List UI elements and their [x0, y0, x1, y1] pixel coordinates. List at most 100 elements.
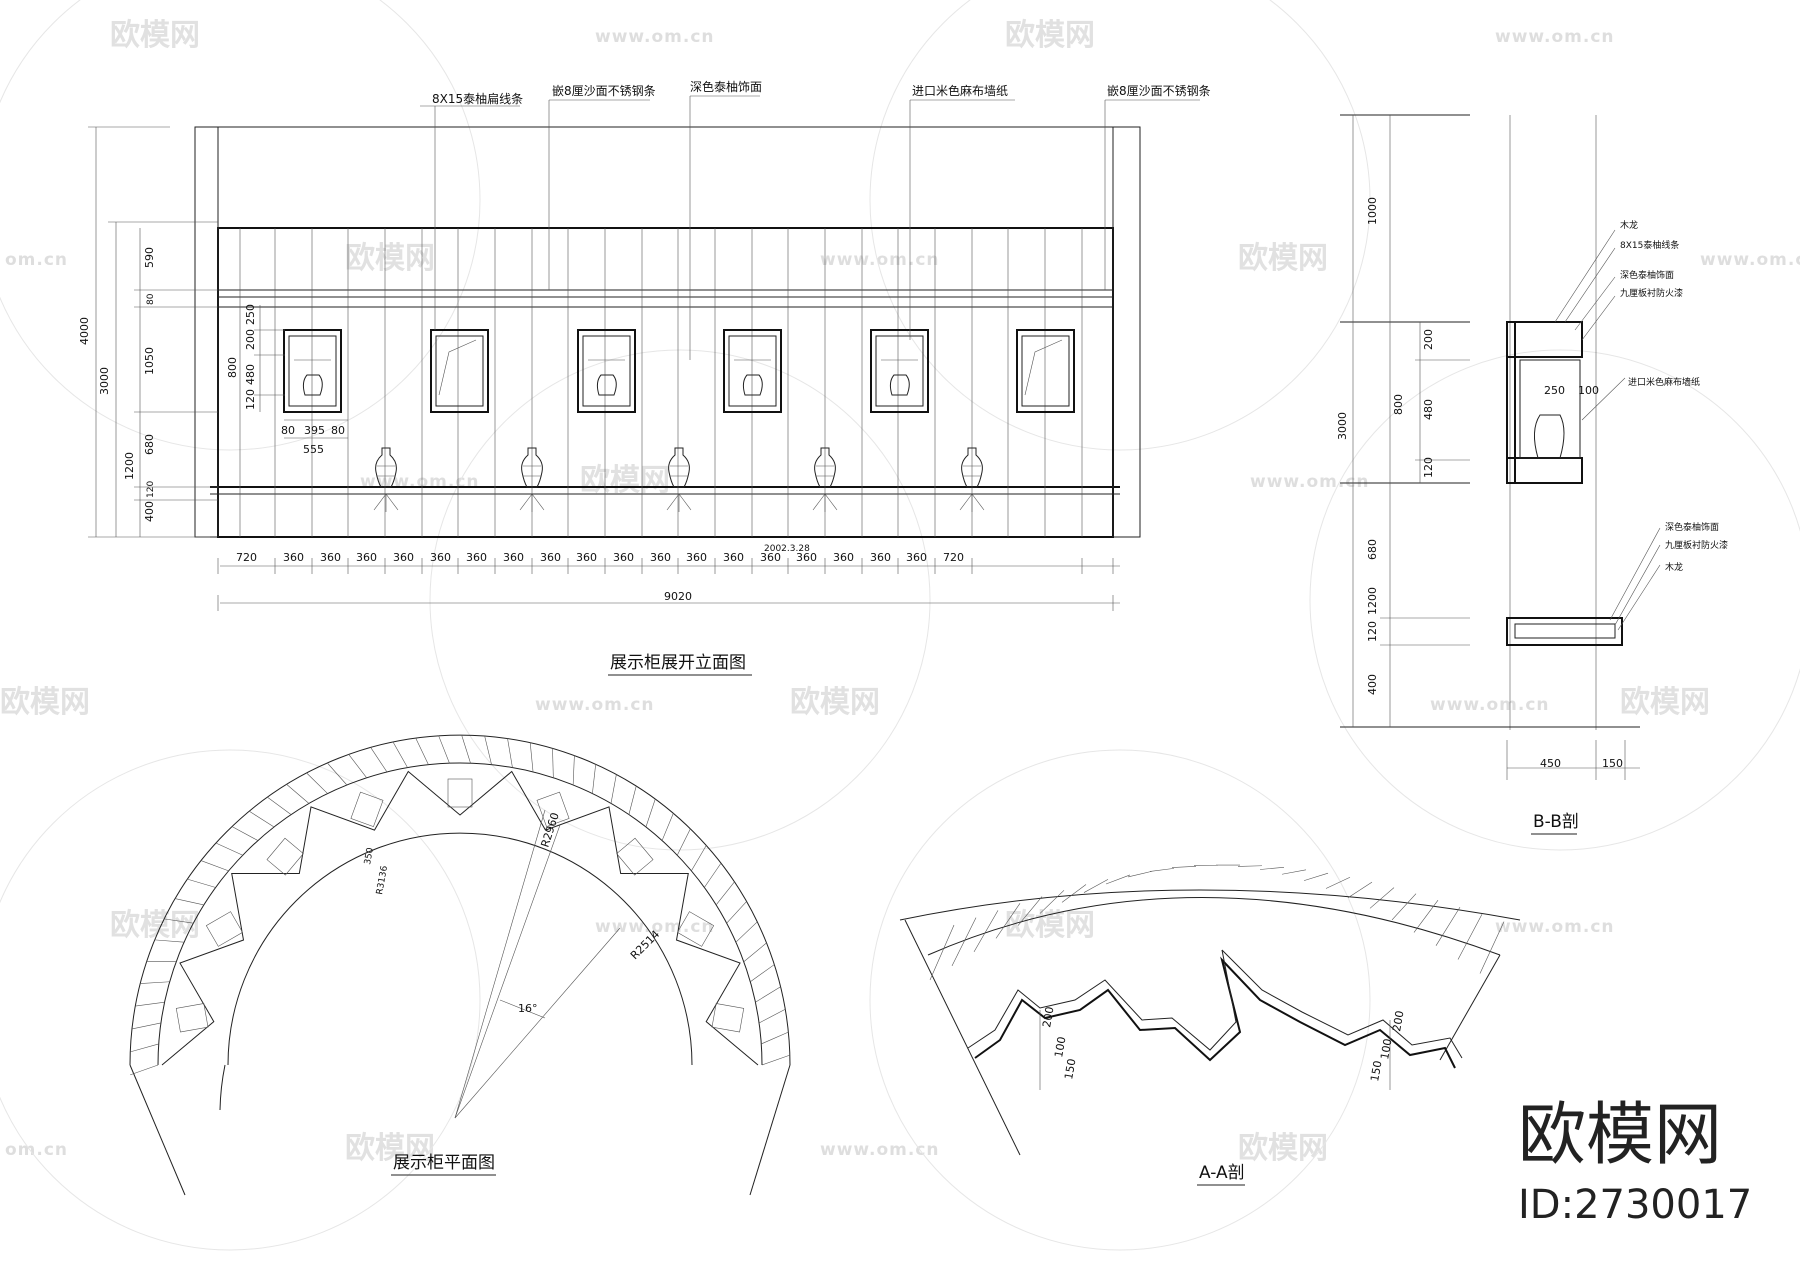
plan-niche — [447, 778, 473, 808]
aa-dim-100a: 100 — [1052, 1036, 1068, 1059]
plan-hatch-line — [755, 986, 781, 1003]
bb-dim-1200: 1200 — [1366, 587, 1379, 615]
aa-dim-200a: 200 — [1040, 1006, 1056, 1029]
elev-dim-9020: 9020 — [664, 590, 692, 603]
bb-label-teak-b: 深色泰柚饰面 — [1665, 521, 1719, 533]
watermark-circle — [1309, 349, 1800, 851]
bb-dim-250: 250 — [1544, 384, 1565, 397]
light-ray — [519, 493, 533, 511]
bottom-dim-value: 360 — [320, 551, 341, 564]
elev-dim-80: 80 — [146, 293, 156, 305]
aa-hatch-line — [1083, 879, 1109, 893]
aa-hatch-line — [929, 924, 955, 981]
plan-hatch-line — [248, 810, 275, 828]
watermark-logo: 欧模网 — [0, 685, 90, 720]
watermark-url: om.cn — [5, 1140, 68, 1160]
frame-dim-800: 800 — [226, 357, 239, 378]
aa-hatch — [929, 864, 1505, 981]
bottom-dim-value: 360 — [283, 551, 304, 564]
section-aa-drawing: 200 100 150 200 100 150 A-A剖 — [899, 864, 1521, 1186]
aa-hatch-line — [1105, 874, 1131, 885]
bb-dim-480: 480 — [1422, 399, 1435, 420]
bottom-dim-value: 360 — [796, 551, 817, 564]
aa-dim-200b: 200 — [1390, 1010, 1406, 1033]
watermark-url: www.om.cn — [1250, 472, 1370, 492]
elevation-title: 展示柜展开立面图 — [610, 653, 746, 673]
aa-hatch-line — [1435, 906, 1461, 946]
elev-dim-1200: 1200 — [123, 452, 136, 480]
bb-dim-400: 400 — [1366, 674, 1379, 695]
frame-w-80b: 80 — [331, 424, 345, 437]
watermark-logo: 欧模网 — [580, 463, 670, 498]
plan-hatch-line — [215, 842, 243, 856]
aa-hatch-line — [1347, 881, 1373, 899]
frame-vase — [889, 374, 910, 396]
bb-leaders — [1554, 229, 1661, 631]
frame-w-80a: 80 — [281, 424, 295, 437]
light-ray — [824, 493, 838, 511]
bottom-dim-value: 360 — [870, 551, 891, 564]
plan-hatch-line — [507, 738, 513, 768]
plan-hatch-line — [529, 742, 534, 772]
shelf-vase — [814, 447, 836, 488]
light-ray — [678, 493, 692, 511]
plan-hatch-line — [676, 828, 691, 856]
aa-hatch-line — [1127, 870, 1153, 878]
aa-hatch-line — [1369, 887, 1395, 909]
bottom-dim-value: 360 — [833, 551, 854, 564]
watermark-url: www.om.cn — [820, 1140, 940, 1160]
plan-niche — [677, 911, 715, 947]
plan-hatch-line — [661, 813, 674, 841]
brand-id-text: ID:2730017 — [1518, 1182, 1752, 1228]
bottom-dim-value: 720 — [943, 551, 964, 564]
elevation-panel-lines — [217, 127, 1114, 537]
bb-label-teak: 深色泰柚饰面 — [1620, 269, 1674, 281]
plan-hatch-line — [130, 1043, 159, 1053]
watermark-logo: 欧模网 — [1620, 685, 1710, 720]
plan-hatch-line — [592, 764, 596, 794]
plan-hatch-line — [327, 762, 348, 786]
aa-dim-150a: 150 — [1062, 1058, 1078, 1081]
bb-dim-120b: 120 — [1366, 621, 1379, 642]
shelf-vase — [961, 447, 983, 488]
plan-hatch-line — [392, 741, 408, 768]
plan-hatch-line — [438, 735, 450, 764]
picture-frame-inner — [435, 335, 484, 407]
bb-dim-120: 120 — [1422, 457, 1435, 478]
bb-dim-200: 200 — [1422, 329, 1435, 350]
section-bb-drawing: 木龙 8X15泰柚线条 深色泰柚饰面 九厘板衬防火漆 进口米色麻布墙纸 深色泰柚… — [1336, 114, 1728, 835]
plan-zigzag-cabinets — [161, 770, 759, 1066]
elevation-picture-frames — [283, 329, 1075, 413]
bb-dim-1000: 1000 — [1366, 197, 1379, 225]
section-bb-title: B-B剖 — [1533, 812, 1579, 832]
watermark-url: www.om.cn — [1430, 695, 1550, 715]
plan-hatch-line — [704, 862, 722, 888]
watermark-url: www.om.cn — [595, 27, 715, 47]
plan-hatch-line — [552, 748, 554, 778]
callout-4: 进口米色麻布墙纸 — [912, 83, 1008, 98]
plan-hatch-line — [628, 785, 637, 815]
plan-hatch-line — [306, 772, 328, 794]
frame-sketch — [1024, 339, 1063, 396]
picture-frame — [723, 329, 782, 413]
plan-hatch-line — [348, 754, 367, 778]
aa-hatch-line — [1479, 921, 1505, 974]
elevation-date: 2002.3.28 — [764, 544, 810, 554]
plan-drawing: R2960 R2514 R3136 350 16° 展示柜平面图 — [129, 734, 791, 1196]
plan-hatch-line — [135, 1001, 165, 1007]
bottom-dim-value: 360 — [650, 551, 671, 564]
aa-hatch-line — [973, 910, 999, 953]
watermark-logo: 欧模网 — [1238, 1131, 1328, 1166]
bottom-dim-value: 360 — [723, 551, 744, 564]
callout-1: 8X15泰柚扁线条 — [432, 91, 523, 106]
watermark-circle — [869, 749, 1371, 1251]
watermark-url: www.om.cn — [360, 472, 480, 492]
elevation-left-dims — [88, 126, 348, 538]
plan-hatch-line — [691, 845, 707, 872]
plan-label-r3136: R3136 — [375, 865, 390, 896]
plan-hatch-line — [715, 881, 735, 906]
plan-hatch-line — [415, 737, 429, 765]
frame-w-555: 555 — [303, 443, 324, 456]
plan-hatch-line — [484, 735, 492, 765]
bottom-dim-value: 360 — [503, 551, 524, 564]
